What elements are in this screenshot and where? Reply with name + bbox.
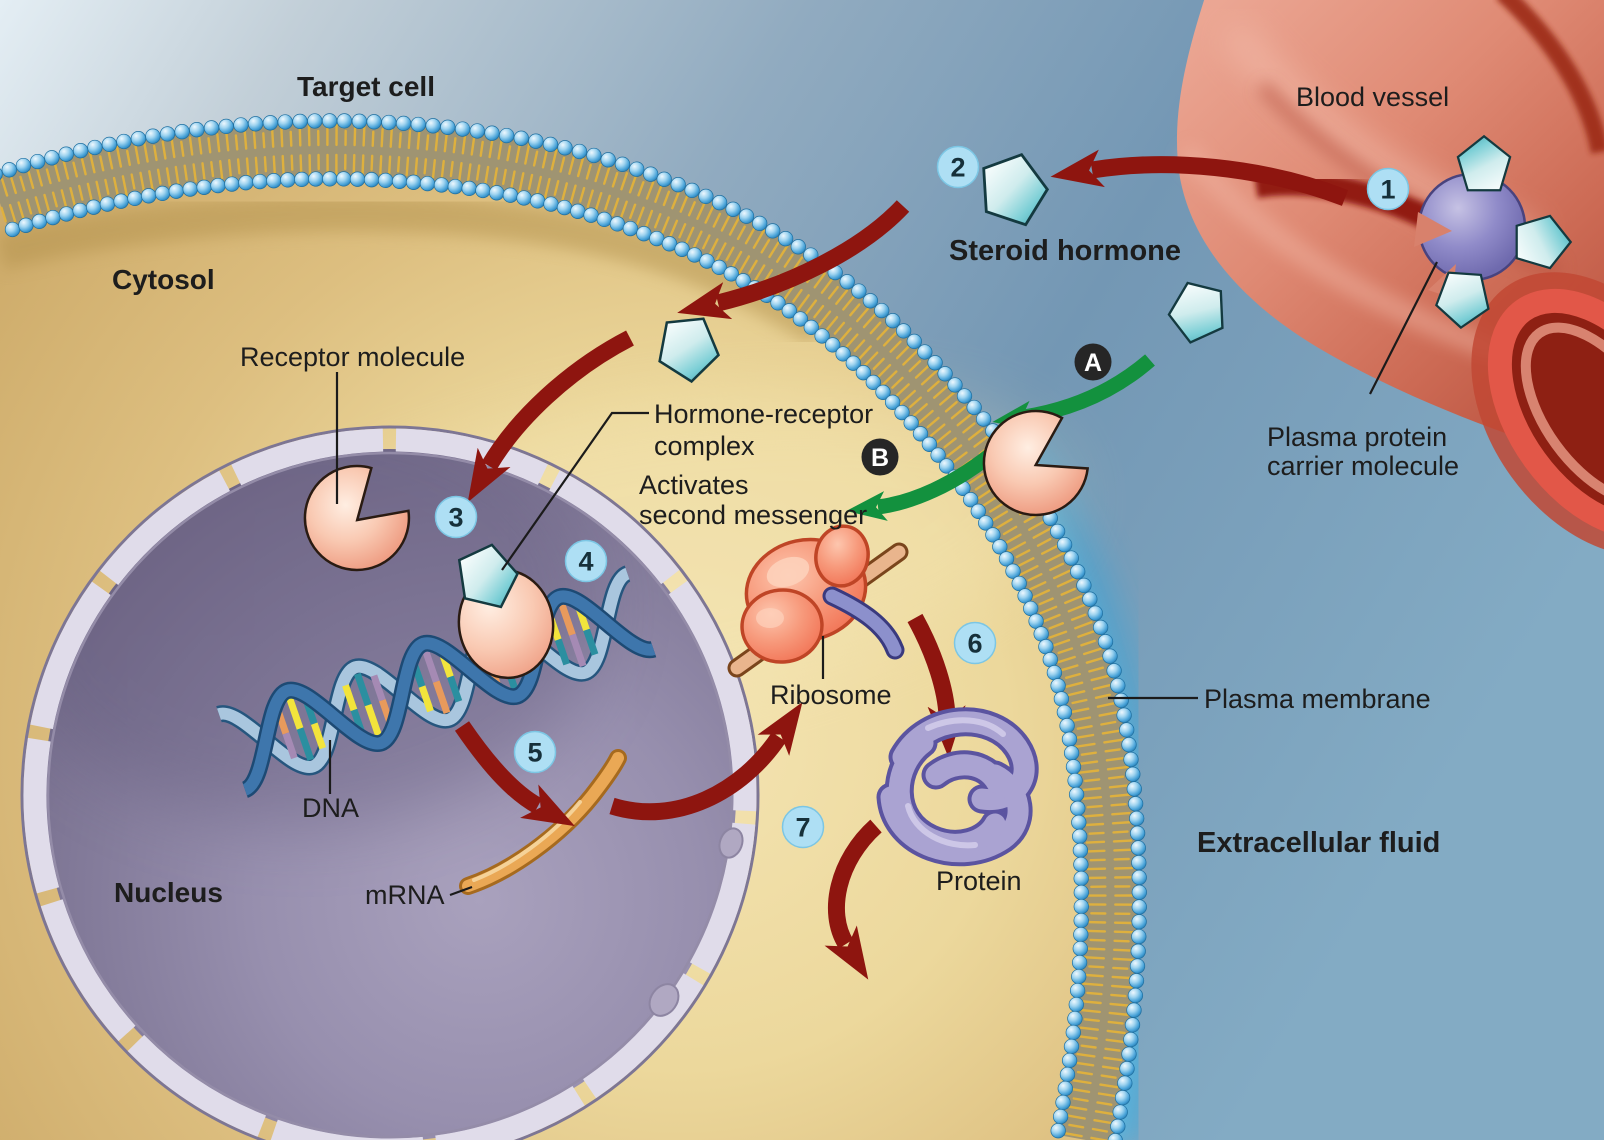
protein-loops (880, 711, 1035, 863)
nuclear-pore (648, 983, 680, 1017)
label-target-cell: Target cell (297, 71, 435, 102)
label-hormone-receptor-2: complex (654, 431, 755, 461)
label-blood-vessel: Blood vessel (1296, 82, 1449, 112)
step-number: 6 (967, 629, 982, 659)
cytosol-shadow-arc (0, 195, 830, 346)
step-badge-2: 2 (936, 145, 980, 189)
label-hormone-receptor-1: Hormone-receptor (654, 399, 873, 429)
vessel-lumen-streak-top (1497, 0, 1604, 154)
mrna-on-ribosome (825, 589, 902, 657)
step-number: 7 (795, 813, 810, 843)
protein-highlight (905, 717, 1006, 849)
vessel-highlight2 (1177, 143, 1504, 363)
protein-molecule (876, 707, 1039, 867)
label-extracellular-fluid: Extracellular fluid (1197, 827, 1440, 859)
arrow-hormone-diffuses-into-cell (677, 200, 910, 320)
label-protein: Protein (936, 866, 1022, 896)
arrow-transcription (454, 721, 575, 827)
pathway-letter: A (1084, 349, 1102, 377)
arrow-protein-action (824, 819, 882, 980)
label-steroid-hormone: Steroid hormone (949, 235, 1181, 267)
label-ribosome: Ribosome (770, 680, 892, 710)
step-number: 3 (448, 503, 463, 533)
label-dna: DNA (302, 793, 359, 823)
carrier-pointer (1369, 261, 1438, 395)
nuclear-pore (718, 827, 744, 859)
label-cytosol: Cytosol (112, 264, 215, 295)
step-badge-7: 7 (781, 805, 825, 849)
carrier-notch (1414, 212, 1452, 247)
plasma-protein-carrier (1414, 135, 1572, 331)
lipid-tails (0, 123, 1137, 1140)
step-badge-5: 5 (513, 730, 557, 774)
step-badge-6: 6 (953, 621, 997, 665)
plasma-membrane-band (0, 113, 1147, 1140)
arrow-translation (907, 613, 966, 758)
dna-double-helix (216, 565, 657, 798)
hormone-receptor-pointer (501, 411, 649, 571)
pathway-badge-A: A (1074, 343, 1112, 381)
nuclear-envelope (23, 428, 757, 1140)
step-number: 2 (950, 153, 965, 183)
step-badge-1: 1 (1366, 167, 1410, 211)
ribosome-complex (727, 524, 909, 678)
arrow-hormone-enters-nucleus (467, 330, 634, 503)
step-badges: 1 2 3 4 5 6 7 (434, 145, 1410, 849)
label-plasma-protein-1: Plasma protein (1267, 422, 1447, 452)
lipid-bilayer-core (0, 122, 1138, 1140)
arrow-hormone-release (1050, 149, 1349, 206)
ribosome-highlight (766, 556, 810, 588)
pathway-badges: A B (861, 343, 1112, 476)
vessel-opening (1471, 272, 1604, 556)
nuclear-envelope-outer-line (20, 425, 760, 1140)
step-number: 1 (1380, 175, 1395, 205)
mrna-pointer (449, 885, 473, 897)
step-badge-3: 3 (434, 495, 478, 539)
arrow-mrna-to-ribosome (609, 702, 803, 821)
label-plasma-protein-2: carrier molecule (1267, 451, 1459, 481)
ribosome-lobe (814, 524, 870, 588)
step-number: 5 (527, 738, 542, 768)
step-badge-4: 4 (564, 539, 608, 583)
ribosome-small-subunit (740, 588, 824, 664)
pathway-letter: B (871, 444, 889, 472)
label-nucleus: Nucleus (114, 877, 223, 908)
pathway-badge-B: B (861, 438, 899, 476)
dna-strand-back (217, 567, 631, 773)
label-plasma-membrane: Plasma membrane (1204, 684, 1431, 714)
label-mrna: mRNA (365, 880, 445, 910)
dna-strand-front (241, 590, 656, 796)
label-second-messenger-2: second messenger (639, 500, 867, 530)
phospholipid-heads (0, 113, 1147, 1140)
ribosome-highlight (756, 608, 784, 628)
step-number: 4 (578, 547, 593, 577)
label-second-messenger-1: Activates (639, 470, 749, 500)
label-receptor-molecule: Receptor molecule (240, 342, 465, 372)
